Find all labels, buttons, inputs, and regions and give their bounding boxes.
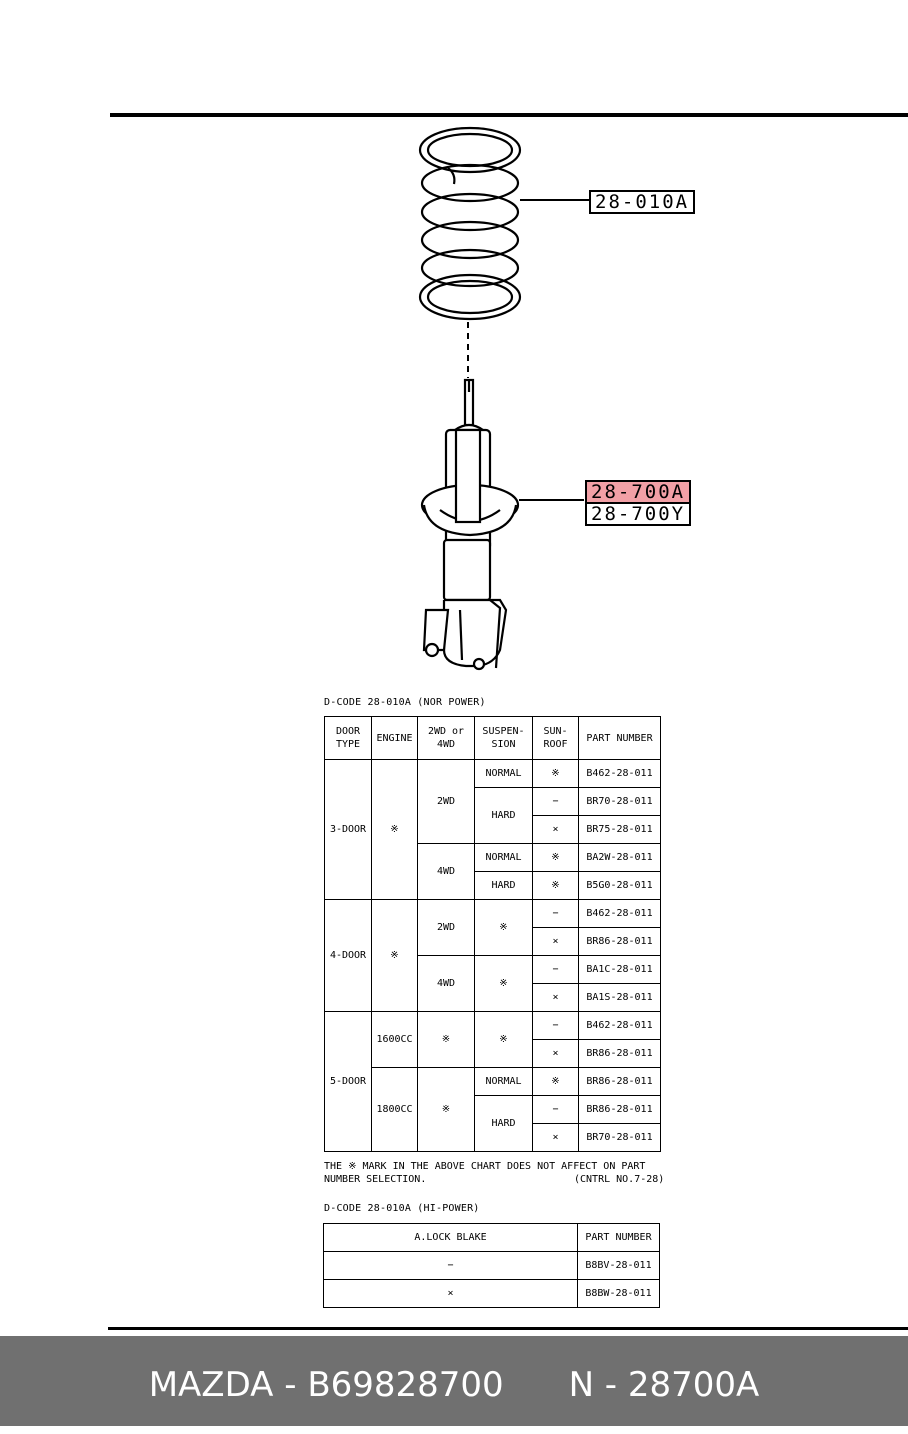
part-number-cell[interactable]: B8BV-28-011: [577, 1251, 660, 1280]
table-row: × BA1S-28-011: [325, 983, 661, 1012]
part-number-cell[interactable]: B462-28-011: [578, 1011, 661, 1040]
part-number-cell[interactable]: BR70-28-011: [578, 787, 661, 816]
spring-callout[interactable]: 28-010A: [589, 190, 696, 214]
coil-spring: [418, 126, 522, 321]
sunroof-cell: −: [532, 1011, 579, 1040]
table-row: 4-DOOR ※ 2WD ※ − B462-28-011: [324, 899, 661, 1012]
part-number-cell[interactable]: BA1C-28-011: [578, 955, 661, 984]
sunroof-cell: ×: [532, 815, 579, 844]
suspension-cell: NORMAL: [474, 759, 533, 788]
drive-cell: 2WD: [417, 899, 475, 956]
suspension-diagram: [418, 126, 590, 671]
part-number-cell[interactable]: BR75-28-011: [578, 815, 661, 844]
engine-cell: ※: [371, 759, 418, 900]
sunroof-cell: −: [532, 787, 579, 816]
door-type-cell: 3-DOOR: [324, 759, 372, 900]
sunroof-cell: ※: [532, 1067, 579, 1096]
table-row: 5-DOOR 1600CC ※ ※ − B462-28-011: [324, 1011, 661, 1152]
bottom-rule: [108, 1327, 908, 1330]
part-number-cell[interactable]: BA2W-28-011: [578, 843, 661, 872]
col-header-drive: 2WD or 4WD: [417, 716, 475, 760]
part-number-cell[interactable]: B5G0-28-011: [578, 871, 661, 900]
top-rule: [110, 113, 908, 117]
sunroof-cell: −: [532, 899, 579, 928]
table-row: × BR86-28-011: [325, 1039, 661, 1068]
suspension-cell: ※: [474, 899, 533, 956]
strut-callout-highlighted[interactable]: 28-700A: [585, 480, 692, 504]
sunroof-cell: ×: [532, 983, 579, 1012]
parts-table-normal-power: DOOR TYPE ENGINE 2WD or 4WD SUSPEN- SION…: [324, 716, 661, 1152]
sunroof-cell: ※: [532, 759, 579, 788]
part-number-cell[interactable]: B462-28-011: [578, 899, 661, 928]
part-number-cell[interactable]: BA1S-28-011: [578, 983, 661, 1012]
part-number-cell[interactable]: BR86-28-011: [578, 1067, 661, 1096]
suspension-cell: ※: [474, 1011, 533, 1068]
drive-cell: 2WD: [417, 759, 475, 844]
table-row: × B8BW-28-011: [323, 1279, 660, 1308]
drive-cell: ※: [417, 1011, 475, 1068]
drive-cell: 4WD: [417, 843, 475, 900]
door-type-cell: 4-DOOR: [324, 899, 372, 1012]
sunroof-cell: −: [532, 1095, 579, 1124]
footer-brand: MAZDA: [148, 1365, 274, 1405]
strut-callout[interactable]: 28-700Y: [585, 502, 692, 526]
col-header-lock-blake: A.LOCK BLAKE: [323, 1223, 578, 1252]
door-type-cell: 5-DOOR: [324, 1011, 372, 1152]
engine-cell: 1800CC: [371, 1067, 418, 1152]
engine-cell: 1600CC: [371, 1011, 418, 1068]
col-header-suspension: SUSPEN- SION: [474, 716, 533, 760]
table-row: − B8BV-28-011: [323, 1251, 660, 1280]
drive-cell: ※: [417, 1067, 475, 1152]
sunroof-cell: ×: [532, 927, 579, 956]
suspension-cell: NORMAL: [474, 843, 533, 872]
sunroof-cell: ※: [532, 843, 579, 872]
sunroof-cell: −: [532, 955, 579, 984]
col-header-engine: ENGINE: [371, 716, 418, 760]
table-row: HARD − BR86-28-011: [325, 1095, 661, 1152]
shock-absorber-strut: [420, 378, 520, 671]
footer-banner: MAZDA - B69828700 N - 28700A: [0, 1336, 908, 1426]
col-header-part-number: PART NUMBER: [578, 716, 661, 760]
table-row: HARD − BR70-28-011: [325, 787, 661, 844]
table-row: × BR70-28-011: [325, 1123, 661, 1152]
col-header-sunroof: SUN- ROOF: [532, 716, 579, 760]
footer-oem-number: B69828700: [307, 1365, 504, 1405]
footer-reference: N - 28700A: [568, 1365, 760, 1405]
drive-cell: 4WD: [417, 955, 475, 1012]
table-row: × BR86-28-011: [325, 927, 661, 956]
suspension-cell: HARD: [474, 1095, 533, 1152]
sunroof-cell: ×: [532, 1123, 579, 1152]
part-number-cell[interactable]: B8BW-28-011: [577, 1279, 660, 1308]
part-number-cell[interactable]: B462-28-011: [578, 759, 661, 788]
part-number-cell[interactable]: BR70-28-011: [578, 1123, 661, 1152]
table-row: × BR75-28-011: [325, 815, 661, 844]
col-header-door-type: DOOR TYPE: [324, 716, 372, 760]
lock-cell: −: [323, 1251, 578, 1280]
table2-caption: D-CODE 28-010A (HI-POWER): [324, 1203, 480, 1214]
part-number-cell[interactable]: BR86-28-011: [578, 1039, 661, 1068]
col-header-part-number: PART NUMBER: [577, 1223, 660, 1252]
sunroof-cell: ※: [532, 871, 579, 900]
suspension-cell: ※: [474, 955, 533, 1012]
lock-cell: ×: [323, 1279, 578, 1308]
table1-note-reference: (CNTRL NO.7-28): [574, 1174, 665, 1185]
part-number-cell[interactable]: BR86-28-011: [578, 927, 661, 956]
table1-note: THE ※ MARK IN THE ABOVE CHART DOES NOT A…: [324, 1161, 646, 1185]
table1-caption: D-CODE 28-010A (NOR POWER): [324, 697, 486, 708]
table-row: 1800CC ※ NORMAL ※ BR86-28-011: [325, 1067, 661, 1152]
part-number-cell[interactable]: BR86-28-011: [578, 1095, 661, 1124]
suspension-cell: HARD: [474, 871, 533, 900]
table-row: 3-DOOR ※ 2WD NORMAL ※ B462-28-011: [324, 759, 661, 900]
suspension-cell: HARD: [474, 787, 533, 844]
engine-cell: ※: [371, 899, 418, 1012]
sunroof-cell: ×: [532, 1039, 579, 1068]
parts-table-hi-power: A.LOCK BLAKE PART NUMBER − B8BV-28-011 ×…: [323, 1223, 660, 1308]
suspension-cell: NORMAL: [474, 1067, 533, 1096]
